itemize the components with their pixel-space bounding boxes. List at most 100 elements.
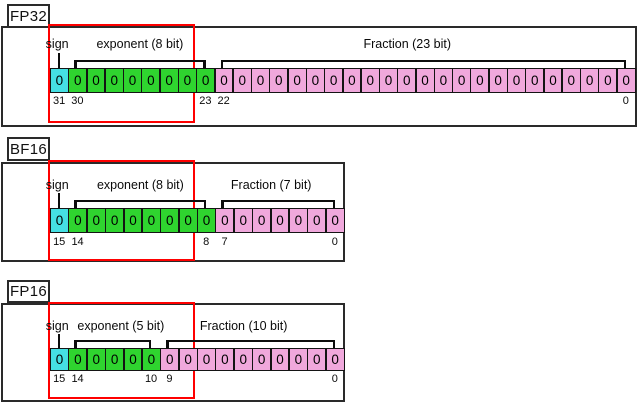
exponent-bracket-right-tick	[148, 340, 152, 348]
bit-value: 0	[329, 73, 338, 88]
bit-cell-fraction: 0	[305, 68, 325, 93]
bit-value: 0	[184, 213, 192, 228]
bit-cell-sign: 0	[50, 208, 69, 233]
format-title-label: FP16	[9, 283, 48, 300]
bit-value: 0	[256, 73, 265, 88]
bit-value: 0	[585, 73, 594, 88]
bit-value: 0	[74, 352, 82, 367]
bit-cell-fraction: 0	[598, 68, 618, 93]
bit-cell-fraction: 0	[252, 348, 272, 371]
bit-cell-fraction: 0	[397, 68, 417, 93]
exponent-bracket-right-tick	[203, 60, 206, 68]
exponent-bracket-right-tick	[203, 200, 207, 208]
bit-value: 0	[129, 352, 137, 367]
fraction-label: Fraction (23 bit)	[363, 37, 452, 51]
fraction-bracket-right-tick	[332, 200, 335, 208]
bit-value: 0	[221, 213, 229, 228]
bit-value: 0	[73, 73, 82, 88]
bit-value: 0	[239, 213, 247, 228]
bit-index-label: 10	[144, 373, 158, 385]
bit-value: 0	[276, 352, 284, 367]
bit-cell-fraction: 0	[288, 208, 308, 233]
bit-value: 0	[476, 73, 484, 88]
bit-value: 0	[202, 213, 211, 228]
bit-value: 0	[238, 73, 246, 88]
bit-cell-exponent: 0	[68, 348, 88, 371]
bit-cell-exponent: 0	[159, 68, 179, 93]
bit-value: 0	[74, 213, 82, 228]
bit-cell-fraction: 0	[580, 68, 600, 93]
bit-value: 0	[293, 73, 301, 88]
fraction-label: Fraction (7 bit)	[230, 178, 312, 192]
bit-index-label: 14	[71, 236, 84, 248]
sign-label: sign	[45, 319, 69, 333]
bit-value: 0	[110, 352, 119, 367]
bit-value: 0	[294, 352, 303, 367]
bit-cell-exponent: 0	[123, 348, 143, 371]
bit-cell-fraction: 0	[452, 68, 472, 93]
bit-value: 0	[512, 73, 521, 88]
bit-cell-exponent: 0	[68, 208, 88, 233]
format-title-box-bf16: BF16	[7, 137, 50, 161]
bit-index-label: 7	[221, 236, 228, 248]
bit-value: 0	[257, 352, 266, 367]
bit-cell-fraction: 0	[616, 68, 636, 93]
bit-cell-exponent: 0	[141, 68, 161, 93]
bit-value: 0	[421, 73, 429, 88]
bit-value: 0	[128, 73, 137, 88]
fraction-label: Fraction (10 bit)	[199, 319, 288, 333]
sign-label: sign	[45, 178, 69, 192]
bit-index-label: 15	[53, 236, 66, 248]
bit-cell-fraction: 0	[233, 208, 253, 233]
bit-value: 0	[220, 73, 228, 88]
bit-cell-fraction: 0	[215, 208, 235, 233]
bit-value: 0	[184, 352, 192, 367]
fraction-bracket-left-tick	[221, 200, 224, 208]
bit-value: 0	[201, 73, 210, 88]
bit-cell-fraction: 0	[270, 348, 290, 371]
bit-value: 0	[604, 73, 612, 88]
bit-index-label: 23	[199, 95, 212, 107]
bit-index-label: 31	[53, 95, 66, 107]
bit-cell-fraction: 0	[488, 68, 508, 93]
bit-value: 0	[494, 73, 502, 88]
bit-cell-exponent: 0	[196, 68, 216, 93]
bit-cell-fraction: 0	[215, 348, 235, 371]
bit-value: 0	[276, 213, 284, 228]
sign-pointer-line	[58, 53, 61, 68]
bit-value: 0	[275, 73, 283, 88]
exponent-label: exponent (8 bit)	[96, 178, 184, 192]
bit-index-label: 8	[203, 236, 210, 248]
exponent-bracket-left-tick	[74, 60, 77, 68]
bit-cell-exponent: 0	[141, 348, 161, 371]
exponent-bracket	[74, 60, 206, 63]
bit-value: 0	[55, 73, 64, 88]
exponent-bracket-left-tick	[74, 200, 77, 208]
bit-cell-exponent: 0	[197, 208, 216, 233]
bit-cell-exponent: 0	[177, 68, 197, 93]
bit-value: 0	[92, 352, 100, 367]
bit-cell-fraction: 0	[288, 348, 308, 371]
bit-cell-fraction: 0	[325, 348, 345, 371]
bit-value: 0	[129, 213, 137, 228]
exponent-bracket	[74, 200, 207, 203]
fraction-bracket-left-tick	[220, 60, 223, 68]
bit-cell-exponent: 0	[86, 68, 106, 93]
bit-value: 0	[221, 352, 229, 367]
bit-cell-exponent: 0	[68, 68, 88, 93]
bit-cell-exponent: 0	[86, 348, 106, 371]
bit-cell-fraction: 0	[252, 208, 272, 233]
fraction-bracket	[220, 60, 626, 63]
bit-value: 0	[331, 352, 339, 367]
bit-cell-fraction: 0	[325, 208, 345, 233]
sign-label: sign	[45, 37, 69, 51]
bit-cell-fraction: 0	[507, 68, 526, 93]
exponent-bracket-left-tick	[74, 340, 77, 348]
bit-index-label: 14	[71, 373, 84, 385]
bit-cell-fraction: 0	[433, 68, 453, 93]
bit-cell-fraction: 0	[178, 348, 198, 371]
bit-cell-exponent: 0	[105, 348, 125, 371]
bit-value: 0	[567, 73, 576, 88]
format-title-box-fp32: FP32	[7, 4, 50, 28]
